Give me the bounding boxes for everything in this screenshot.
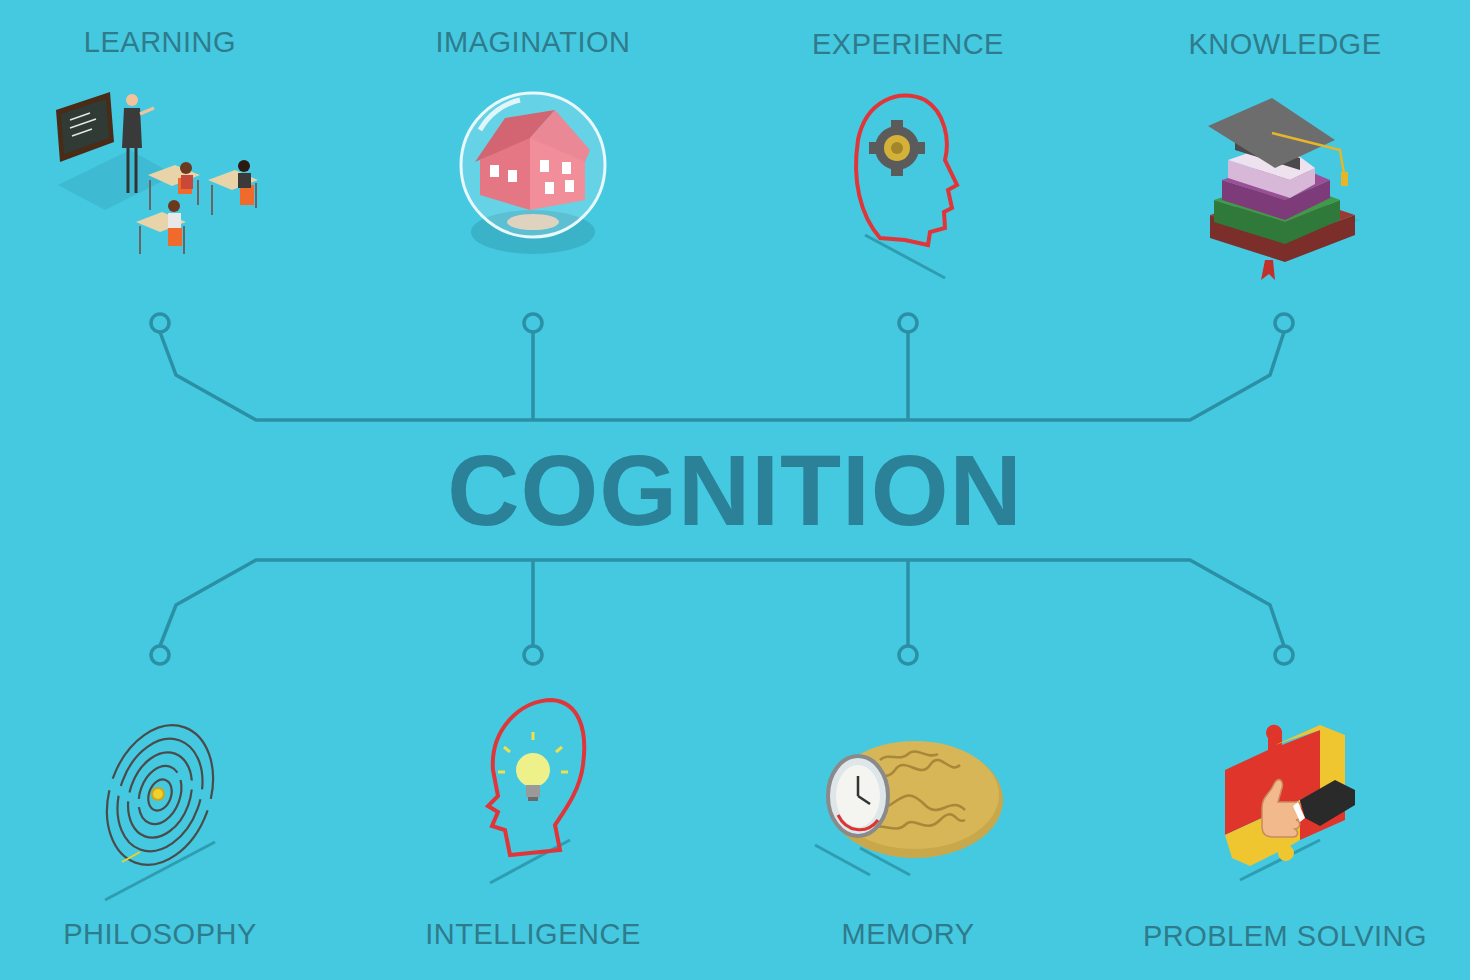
concept-label: IMAGINATION xyxy=(435,28,630,57)
brain-clock-icon xyxy=(815,741,1003,875)
concept-label: LEARNING xyxy=(84,28,236,57)
diagram-title: COGNITION xyxy=(447,440,1023,540)
house-in-sphere-icon xyxy=(461,93,605,254)
labyrinth-icon xyxy=(88,710,231,900)
books-cap-icon xyxy=(1208,98,1360,280)
head-bulb-icon xyxy=(488,700,584,883)
concept-label: INTELLIGENCE xyxy=(425,920,641,949)
puzzle-hand-icon xyxy=(1225,725,1355,880)
concept-label: KNOWLEDGE xyxy=(1188,30,1381,59)
classroom-icon xyxy=(56,92,258,254)
concept-label: MEMORY xyxy=(842,920,975,949)
connector-lines xyxy=(151,314,1293,664)
concept-label: PROBLEM SOLVING xyxy=(1143,922,1427,951)
concept-label: PHILOSOPHY xyxy=(63,920,257,949)
head-gear-icon xyxy=(856,96,957,278)
concept-label: EXPERIENCE xyxy=(812,30,1004,59)
